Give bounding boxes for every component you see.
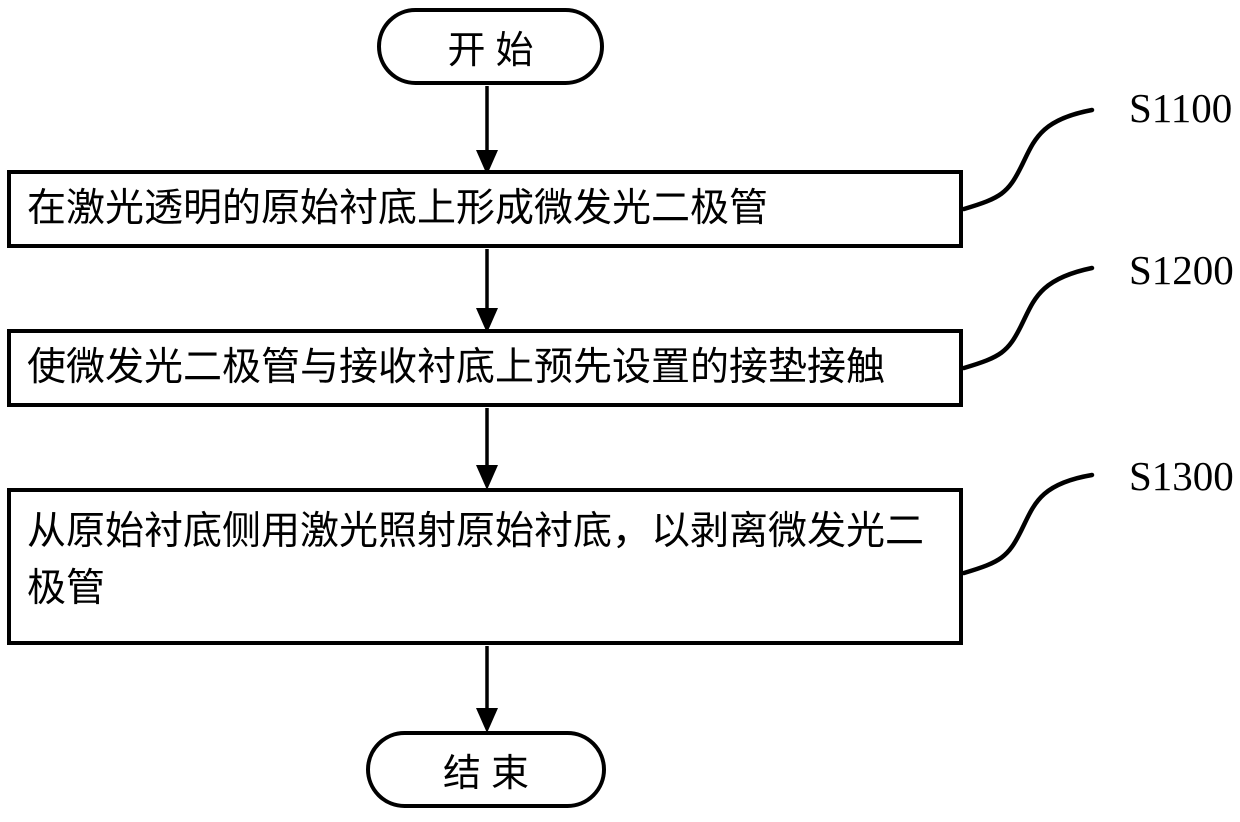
step-label-s1100: S1100 [1129, 88, 1232, 129]
process-box-2-text: 使微发光二极管与接收衬底上预先设置的接垫接触 [27, 345, 886, 389]
start-node-label: 开始 [447, 30, 544, 72]
step-label-s1200-text: S1200 [1129, 247, 1234, 293]
end-node: 结束 [366, 731, 606, 808]
step-connector-s1300 [961, 472, 1095, 576]
process-box-2: 使微发光二极管与接收衬底上预先设置的接垫接触 [7, 329, 963, 407]
step-label-s1300-text: S1300 [1129, 453, 1234, 499]
step-label-s1100-text: S1100 [1129, 85, 1233, 131]
start-node: 开始 [377, 8, 604, 85]
flow-arrowhead-3 [476, 465, 498, 490]
process-box-3: 从原始衬底侧用激光照射原始衬底，以剥离微发光二极管 [7, 488, 963, 645]
process-box-1-text: 在激光透明的原始衬底上形成微发光二极管 [27, 186, 769, 230]
step-label-s1200: S1200 [1129, 250, 1234, 291]
step-connector-s1200 [961, 265, 1095, 371]
flow-arrowhead-4 [476, 708, 498, 733]
end-node-label: 结束 [442, 753, 539, 795]
step-connector-s1100 [961, 107, 1095, 212]
process-box-1: 在激光透明的原始衬底上形成微发光二极管 [7, 170, 963, 248]
process-box-3-text: 从原始衬底侧用激光照射原始衬底，以剥离微发光二极管 [27, 510, 925, 610]
step-label-s1300: S1300 [1129, 456, 1234, 497]
